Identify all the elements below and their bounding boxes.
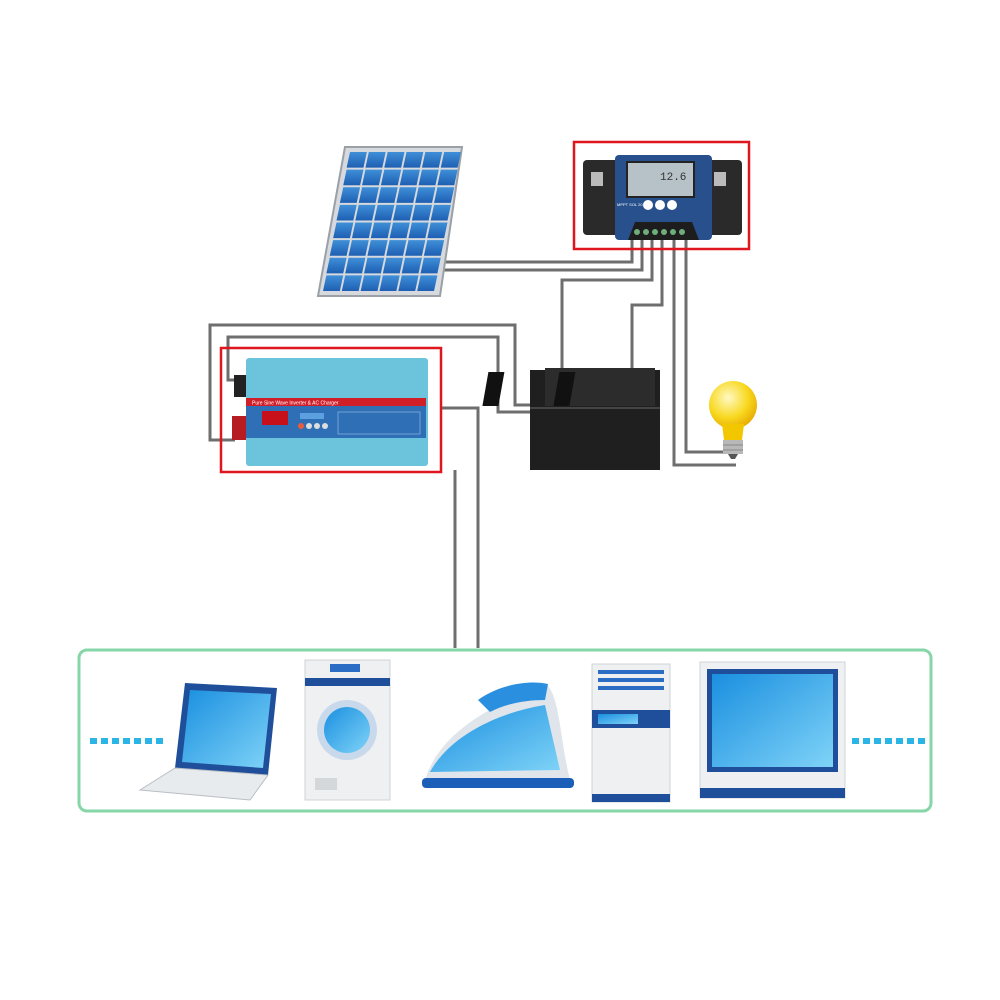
solar-cell [408, 222, 429, 239]
solar-cell [396, 187, 417, 203]
solar-cell [430, 204, 451, 221]
solar-cell [365, 152, 386, 168]
controller-highlight [572, 140, 751, 251]
solar-cell [377, 187, 398, 203]
solar-cell [415, 187, 436, 203]
solar-cell [355, 204, 376, 221]
light-bulb-icon [709, 381, 757, 459]
solar-cell [434, 187, 455, 203]
dot [156, 738, 163, 744]
solar-cell [380, 169, 402, 186]
dot [907, 738, 914, 744]
solar-cell [440, 152, 461, 168]
dot [885, 738, 892, 744]
solar-cell [437, 169, 458, 186]
solar-cell [384, 152, 405, 168]
solar-cell [362, 169, 383, 186]
solar-cell [401, 257, 422, 274]
dot [896, 738, 903, 744]
laptop-icon [138, 683, 277, 801]
solar-cell [360, 275, 381, 291]
dot [145, 738, 152, 744]
solar-cell [386, 240, 407, 256]
solar-cell [417, 275, 438, 291]
inverter-highlight [219, 346, 443, 474]
solar-cell [398, 275, 419, 291]
dot [90, 738, 97, 744]
solar-cell [427, 222, 448, 239]
solar-cell [339, 187, 361, 203]
solar-cell [405, 240, 426, 256]
dot [134, 738, 141, 744]
solar-cell [345, 257, 366, 274]
solar-cell [423, 240, 445, 256]
solar-cell [393, 204, 414, 221]
solar-cell [323, 275, 344, 291]
continuation-dots [90, 738, 925, 744]
dot [863, 738, 870, 744]
solar-cell [341, 275, 363, 291]
solar-cell [343, 169, 364, 186]
iron-icon [422, 682, 574, 788]
solar-cell [403, 152, 424, 168]
solar-cell [358, 187, 379, 203]
solar-cell [382, 257, 404, 274]
dot [874, 738, 881, 744]
solar-cell [374, 204, 395, 221]
dot [918, 738, 925, 744]
controller-display-reading: 12.6 [660, 172, 686, 184]
solar-cell [370, 222, 391, 239]
inverter-icon: Pure Sine Wave Inverter & AC Charger [232, 358, 428, 466]
solar-cell [329, 240, 350, 256]
solar-cell [364, 257, 385, 274]
solar-cell [336, 204, 357, 221]
solar-cell [351, 222, 373, 239]
dot [112, 738, 119, 744]
wiring [208, 238, 736, 648]
solar-cell [379, 275, 400, 291]
charge-controller-icon: 12.6 MPPT SOL 20 [583, 155, 742, 240]
solar-cell [421, 152, 443, 168]
solar-cell [389, 222, 410, 239]
solar-cell [411, 204, 433, 221]
washing-machine-icon [304, 659, 391, 801]
dot [123, 738, 130, 744]
solar-cell [399, 169, 420, 186]
solar-cell [367, 240, 388, 256]
solar-cell [333, 222, 354, 239]
battery-icon [482, 368, 660, 470]
controller-model-label: MPPT SOL 20 [617, 202, 643, 207]
solar-panel-icon [316, 146, 464, 297]
solar-cell [346, 152, 367, 168]
solar-cell [326, 257, 347, 274]
inverter-label: Pure Sine Wave Inverter & AC Charger [252, 401, 339, 407]
air-conditioner-icon [591, 663, 671, 803]
solar-cell [348, 240, 369, 256]
solar-cell [420, 257, 441, 274]
solar-cell [418, 169, 439, 186]
dot [852, 738, 859, 744]
dot [101, 738, 108, 744]
monitor-icon [699, 661, 846, 799]
